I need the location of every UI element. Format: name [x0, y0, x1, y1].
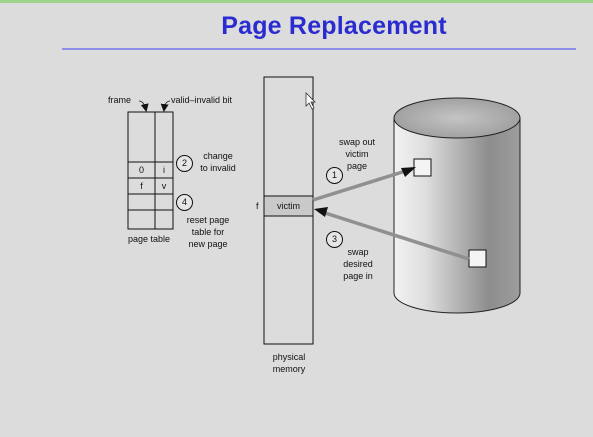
top-accent-line [0, 0, 593, 3]
step-1-line-2: victim [345, 149, 369, 159]
page-table-bit-cell: i [163, 165, 165, 175]
step-3-line-2: desired [343, 259, 373, 269]
step-4-line-1: reset page [186, 215, 230, 225]
step-1-line-1: swap out [338, 137, 376, 147]
step-2-line-2: to invalid [200, 163, 236, 173]
step-number-badge: 3 [326, 231, 343, 248]
swap-arrows [312, 167, 470, 261]
step-4-line-3: new page [188, 239, 228, 249]
step-number-badge: 1 [326, 167, 343, 184]
page-table-caption: page table [128, 234, 171, 244]
title-underline [62, 48, 576, 50]
frame-label: frame [108, 95, 132, 105]
page-table-frame-cell: f [140, 181, 143, 191]
step-1-line-3: page [346, 161, 368, 171]
page-table-frame-cell: 0 [138, 165, 144, 175]
physical-memory [263, 76, 316, 345]
step-3-line-1: swap [347, 247, 369, 257]
disk-cylinder [393, 97, 521, 314]
step-number-badge: 2 [176, 155, 193, 172]
page-table [127, 100, 174, 230]
physical-memory-caption-line-2: memory [272, 364, 306, 374]
memory-frame-label: f [256, 201, 259, 211]
step-number-badge: 4 [176, 194, 193, 211]
step-4-line-2: table for [191, 227, 225, 237]
page-table-bit-cell: v [161, 181, 167, 191]
step-3-line-3: page in [343, 271, 373, 281]
slide-title: Page Replacement [221, 12, 447, 40]
victim-page-label: victim [277, 201, 300, 211]
valid-invalid-bit-label: valid–invalid bit [171, 95, 233, 105]
physical-memory-caption-line-1: physical [272, 352, 306, 362]
step-2-line-1: change [203, 151, 233, 161]
